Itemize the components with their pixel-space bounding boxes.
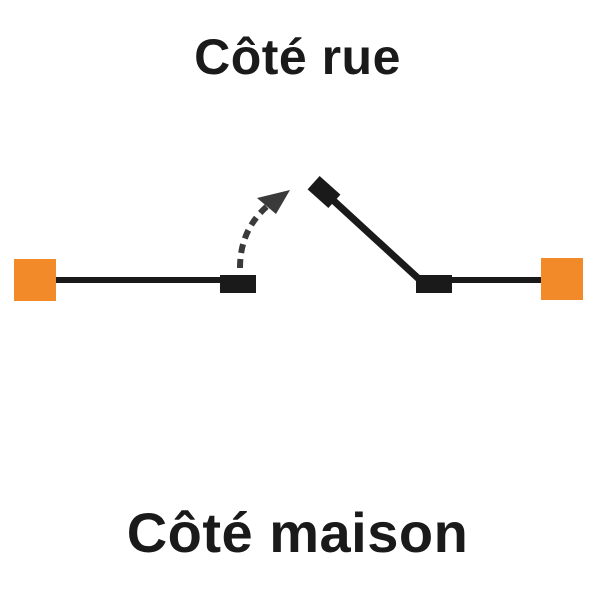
opened-gate-leaf [319, 187, 423, 283]
street-side-label: Côté rue [194, 29, 401, 85]
right-gate-hinge [416, 275, 452, 293]
left-gate-end [220, 275, 256, 293]
house-side-label: Côté maison [126, 501, 469, 564]
opened-gate-end [307, 175, 341, 209]
left-post [14, 259, 56, 301]
arrowhead-icon [257, 190, 290, 214]
right-post [541, 258, 583, 300]
opening-arrow-path [237, 197, 277, 269]
